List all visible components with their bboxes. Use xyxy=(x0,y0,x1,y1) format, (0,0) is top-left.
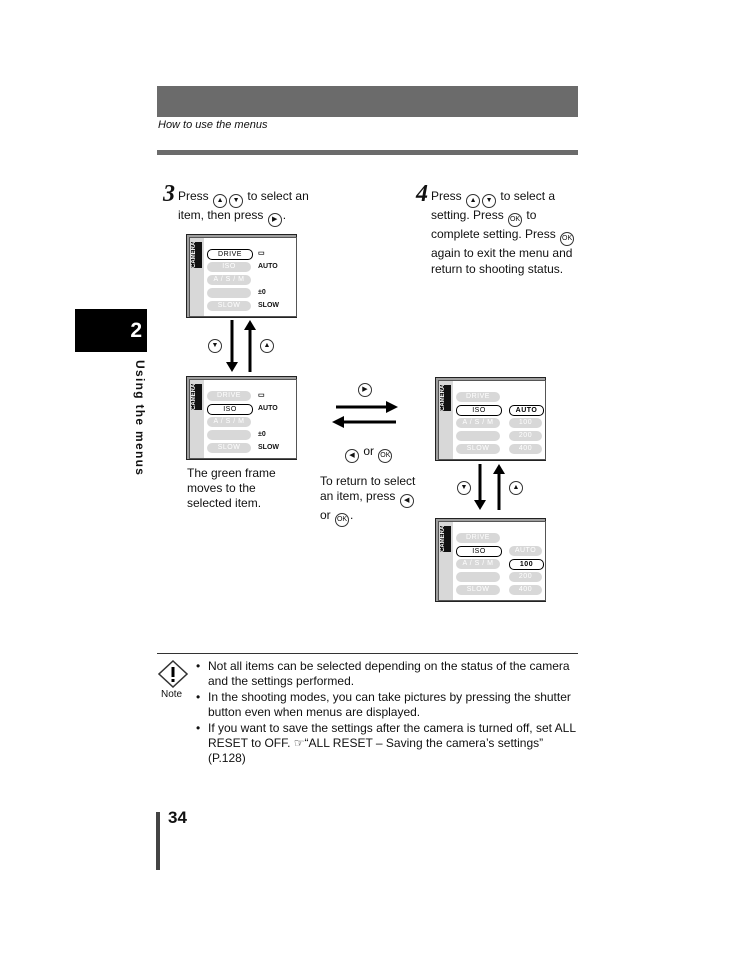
chapter-tab: 2 xyxy=(75,309,147,352)
step-3-text-c: . xyxy=(282,208,287,222)
flash-value: SLOW xyxy=(258,302,279,309)
flash-value: SLOW xyxy=(258,444,279,451)
note-list: Not all items can be selected depending … xyxy=(196,659,580,767)
vertical-arrows-left xyxy=(226,320,256,372)
step-4-text-b: to select a setting. Press xyxy=(431,189,556,222)
iso-option-400: 400 xyxy=(509,444,542,454)
note-label: Note xyxy=(161,689,183,700)
note-icon xyxy=(158,660,188,688)
return-buttons-label: ◀ or OK xyxy=(344,444,393,463)
camera-menu-label: CAMERA xyxy=(440,526,451,552)
ok-button-icon: OK xyxy=(508,213,523,227)
camera-screen-3: CAMERA DRIVE ISO A / S / M SLOW AUTO 100… xyxy=(435,377,546,461)
up-arrow-button-icon: ▲ xyxy=(509,481,523,495)
step-3-text-a: Press xyxy=(178,189,209,203)
menu-item-asm: A / S / M xyxy=(456,559,500,569)
or-label: or xyxy=(363,444,375,458)
page-number-bar xyxy=(156,812,160,870)
menu-item-drive: DRIVE xyxy=(456,533,500,543)
menu-item-drive: DRIVE xyxy=(207,249,253,260)
iso-option-400: 400 xyxy=(509,585,542,595)
menu-item-flash-slow: SLOW xyxy=(456,444,500,454)
down-arrow-button-icon: ▼ xyxy=(229,194,244,208)
down-arrow-button-icon: ▼ xyxy=(482,194,497,208)
step-4-number: 4 xyxy=(416,181,428,207)
step-4-text-d: again to exit the menu and return to sho… xyxy=(431,246,573,276)
camera-menu-label: CAMERA xyxy=(191,384,202,410)
menu-item-iso: ISO xyxy=(456,405,502,416)
menu-item-iso: ISO xyxy=(207,404,253,415)
ok-button-icon: OK xyxy=(335,513,350,527)
caption-return-or: or xyxy=(320,508,331,522)
menu-item-flash-slow: SLOW xyxy=(456,585,500,595)
up-arrow-button-icon: ▲ xyxy=(466,194,481,208)
note-item: Not all items can be selected depending … xyxy=(196,659,580,690)
ok-button-icon: OK xyxy=(560,232,575,246)
left-arrow-button-icon: ◀ xyxy=(345,449,359,463)
drive-value: ▭ xyxy=(258,392,265,399)
iso-option-auto: AUTO xyxy=(509,546,542,556)
exposure-value: ±0 xyxy=(258,289,266,296)
caption-return-text: To return to select an item, press xyxy=(320,474,416,503)
camera-screen-2: CAMERA DRIVE ISO A / S / M SLOW ▭ AUTO ±… xyxy=(186,376,297,460)
vertical-arrows-right xyxy=(474,464,505,510)
menu-item-asm: A / S / M xyxy=(207,417,251,427)
header-bar xyxy=(157,86,578,117)
horizontal-arrows xyxy=(332,401,398,428)
menu-item-iso: ISO xyxy=(456,546,502,557)
left-arrow-button-icon: ◀ xyxy=(399,494,414,508)
iso-option-100: 100 xyxy=(509,418,542,428)
up-arrow-button-icon: ▲ xyxy=(260,339,274,353)
menu-item-drive: DRIVE xyxy=(456,392,500,402)
header-subtitle: How to use the menus xyxy=(158,119,268,131)
iso-value: AUTO xyxy=(258,263,278,270)
menu-item-exposure xyxy=(456,431,500,441)
step-4-text-c: to complete setting. Press xyxy=(431,208,556,241)
down-arrow-button-icon: ▼ xyxy=(208,339,222,353)
menu-item-exposure xyxy=(207,288,251,298)
camera-menu-label: CAMERA xyxy=(440,385,451,411)
step-4-text: Press ▲▼ to select a setting. Press OK t… xyxy=(431,189,576,277)
menu-item-drive: DRIVE xyxy=(207,391,251,401)
note-item: In the shooting modes, you can take pict… xyxy=(196,690,580,721)
right-arrow-button-icon: ▶ xyxy=(358,383,372,397)
ok-button-icon: OK xyxy=(378,449,393,463)
drive-value: ▭ xyxy=(258,250,265,257)
note-item: If you want to save the settings after t… xyxy=(196,721,580,767)
step-4-text-a: Press xyxy=(431,189,462,203)
caption-return: To return to select an item, press ◀ or … xyxy=(320,474,424,527)
menu-item-iso: ISO xyxy=(207,262,251,272)
note-rule xyxy=(157,653,578,654)
caption-green-frame: The green frame moves to the selected it… xyxy=(187,466,276,510)
exposure-value: ±0 xyxy=(258,431,266,438)
right-arrow-button-icon: ▶ xyxy=(267,213,282,227)
menu-item-exposure xyxy=(207,430,251,440)
menu-item-asm: A / S / M xyxy=(207,275,251,285)
iso-option-100: 100 xyxy=(509,559,544,570)
chapter-title: Using the menus xyxy=(133,360,147,477)
header-rule xyxy=(157,150,578,155)
menu-item-asm: A / S / M xyxy=(456,418,500,428)
iso-option-auto: AUTO xyxy=(509,405,544,416)
iso-option-200: 200 xyxy=(509,431,542,441)
camera-screen-4: CAMERA DRIVE ISO A / S / M SLOW AUTO 100… xyxy=(435,518,546,602)
step-3-text: Press ▲▼ to select an item, then press ▶… xyxy=(178,189,323,227)
iso-option-200: 200 xyxy=(509,572,542,582)
camera-screen-1: CAMERA DRIVE ISO A / S / M SLOW ▭ AUTO ±… xyxy=(186,234,297,318)
iso-value: AUTO xyxy=(258,405,278,412)
step-3-text-b: to select an item, then press xyxy=(178,189,309,222)
page-number: 34 xyxy=(168,808,187,827)
down-arrow-button-icon: ▼ xyxy=(457,481,471,495)
menu-item-flash-slow: SLOW xyxy=(207,301,251,311)
step-3-number: 3 xyxy=(163,181,175,207)
up-arrow-button-icon: ▲ xyxy=(213,194,228,208)
menu-item-flash-slow: SLOW xyxy=(207,443,251,453)
menu-item-exposure xyxy=(456,572,500,582)
camera-menu-label: CAMERA xyxy=(191,242,202,268)
